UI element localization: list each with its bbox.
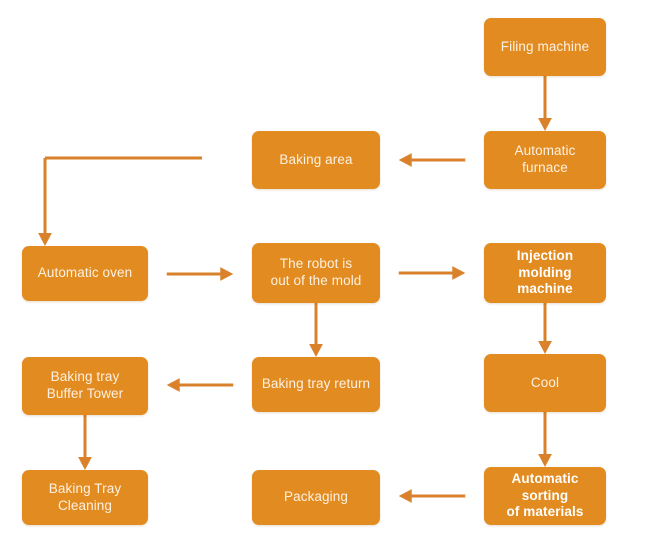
node-baking-tray-return[interactable]: Baking tray return <box>252 357 380 412</box>
node-packaging[interactable]: Packaging <box>252 470 380 525</box>
node-injection-molding[interactable]: Injection molding machine <box>484 243 606 303</box>
connector-oven-to-robot <box>148 254 252 294</box>
connector-sorting-to-packaging <box>380 476 484 516</box>
node-filing-machine[interactable]: Filing machine <box>484 18 606 76</box>
connector-filing-to-furnace <box>525 76 565 131</box>
node-automatic-oven[interactable]: Automatic oven <box>22 246 148 301</box>
node-cool[interactable]: Cool <box>484 354 606 412</box>
connector-injection-to-cool <box>525 303 565 354</box>
connector-furnace-to-baking-area <box>380 140 484 180</box>
connector-baking-area-to-oven <box>35 148 216 250</box>
connector-robot-to-tray-return <box>296 303 336 357</box>
node-baking-tray-cleaning[interactable]: Baking Tray Cleaning <box>22 470 148 525</box>
node-robot-out-of-mold[interactable]: The robot is out of the mold <box>252 243 380 303</box>
node-automatic-sorting[interactable]: Automatic sorting of materials <box>484 467 606 525</box>
node-baking-tray-buffer[interactable]: Baking tray Buffer Tower <box>22 357 148 415</box>
connector-cool-to-sorting <box>525 412 565 467</box>
node-baking-area[interactable]: Baking area <box>252 131 380 189</box>
node-automatic-furnace[interactable]: Automatic furnace <box>484 131 606 189</box>
connector-buffer-to-cleaning <box>65 415 105 470</box>
connector-tray-return-to-buffer <box>148 365 252 405</box>
connector-robot-to-injection <box>380 253 484 293</box>
